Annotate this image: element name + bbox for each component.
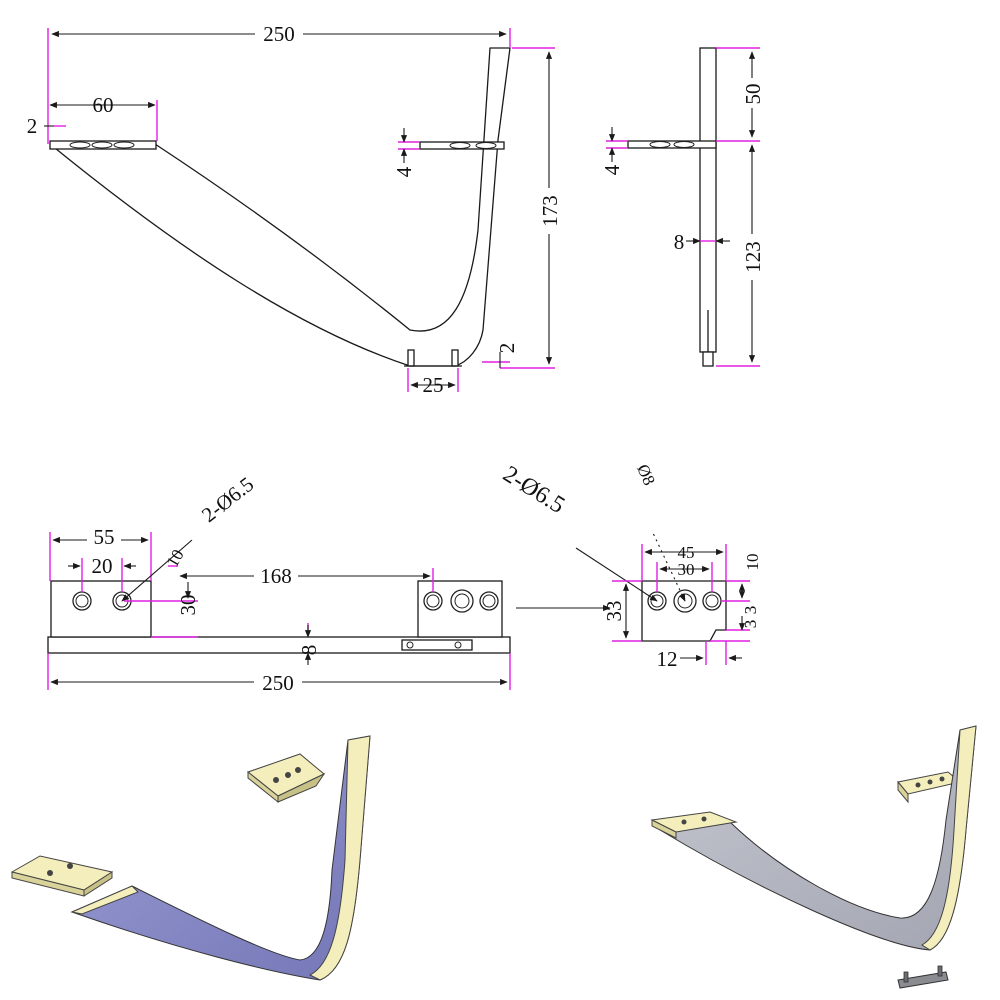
dim-front-flange: 60 xyxy=(93,93,114,117)
dim-detail-hole-spec: 2-Ø6.5 xyxy=(498,461,569,519)
dim-plan-total: 250 xyxy=(262,671,294,695)
render-exploded-blue xyxy=(10,735,371,981)
dim-detail-height: 33 xyxy=(602,601,626,622)
dim-plan-thickness: 8 xyxy=(297,645,321,656)
dim-plan-bracket-height: 30 xyxy=(176,595,200,616)
front-foot-pin-right xyxy=(451,349,459,367)
side-leg xyxy=(699,47,717,353)
dim-plan-pitch: 20 xyxy=(92,554,113,578)
dim-detail-width: 45 xyxy=(678,543,695,562)
plan-view: 55 20 2-Ø6.5 10 168 30 8 250 xyxy=(47,472,611,695)
dim-front-width: 250 xyxy=(263,22,295,46)
front-leg-outline xyxy=(49,47,511,367)
dim-front-foot-gap: 2 xyxy=(495,343,519,354)
front-foot-pin-left xyxy=(407,349,415,367)
dim-front-height: 173 xyxy=(538,195,562,227)
plan-base-bar xyxy=(47,636,511,654)
dim-plan-bracket: 55 xyxy=(94,525,115,549)
dim-plan-inner: 10 xyxy=(163,546,188,570)
front-flange-slot-3 xyxy=(113,141,135,149)
front-right-slot-1 xyxy=(449,142,471,149)
dim-detail-pitch: 30 xyxy=(678,560,695,579)
dim-detail-notch: 12 xyxy=(657,647,678,671)
dim-detail-top: 10 xyxy=(743,554,762,571)
dim-side-top: 50 xyxy=(741,84,765,105)
side-flange xyxy=(627,140,717,149)
front-top-flange xyxy=(49,140,157,150)
front-flange-slot-2 xyxy=(91,141,113,149)
side-view: 50 4 8 123 xyxy=(600,47,765,367)
dim-front-offset: 2 xyxy=(27,114,38,138)
dim-detail-step: 3 xyxy=(741,606,760,615)
front-view: 250 60 2 4 173 2 25 xyxy=(27,22,562,397)
detail-view: 2-Ø6.5 Ø8 45 30 10 3 3 33 xyxy=(498,461,762,671)
front-flange-slot-1 xyxy=(69,141,91,149)
render-assembled-gray xyxy=(650,725,977,989)
plan-right-hole-center xyxy=(450,589,474,613)
front-right-flange xyxy=(419,141,505,150)
dim-side-lower: 123 xyxy=(741,241,765,273)
dim-plan-hole-spec: 2-Ø6.5 xyxy=(197,472,258,527)
dim-side-thickness: 4 xyxy=(600,164,624,175)
plan-foot-piece xyxy=(401,639,473,651)
dim-plan-span: 168 xyxy=(260,564,292,588)
front-right-slot-2 xyxy=(475,142,497,149)
dim-front-thickness: 4 xyxy=(392,166,416,177)
dim-detail-center-hole: Ø8 xyxy=(633,461,659,488)
dim-front-foot: 25 xyxy=(423,373,444,397)
dim-side-width: 8 xyxy=(674,230,685,254)
side-foot-pin xyxy=(702,351,714,367)
dim-detail-step-2: 3 xyxy=(741,620,760,629)
